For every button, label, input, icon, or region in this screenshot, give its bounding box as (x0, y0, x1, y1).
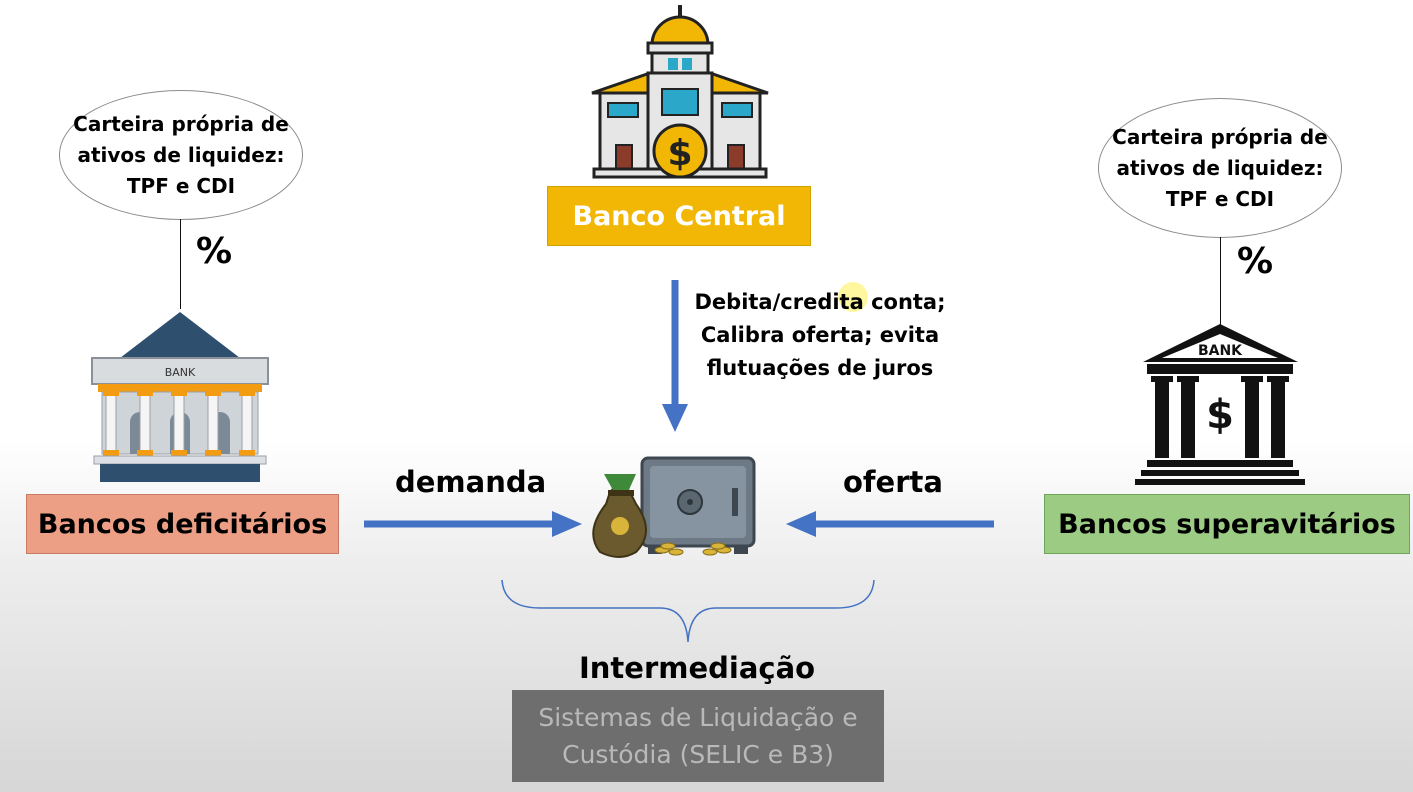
intermediation-brace (501, 579, 875, 643)
deficit-banks-box: Bancos deficitários (26, 494, 339, 554)
central-desc-line-1: Debita/credita conta; (694, 290, 946, 314)
cursor-highlight (838, 282, 868, 312)
right-percent-sign: % (1237, 241, 1274, 282)
central-bank-icon: $ (591, 5, 769, 179)
central-description: Debita/credita conta; Calibra oferta; ev… (689, 286, 951, 385)
money-safe-icon (592, 456, 756, 558)
surplus-banks-box: Bancos superavitários (1044, 494, 1410, 554)
surplus-banks-label: Bancos superavitários (1058, 508, 1396, 540)
supply-arrow (786, 511, 994, 537)
left-portfolio-ellipse: Carteira própria de ativos de liquidez: … (59, 90, 303, 220)
settlement-line-2: Custódia (SELIC e B3) (562, 740, 834, 769)
demand-label: demanda (395, 465, 547, 499)
intermediation-label: Intermediação (579, 651, 816, 685)
left-ellipse-line-3: TPF e CDI (126, 173, 236, 198)
left-bank-sign-text: BANK (165, 366, 196, 379)
central-desc-line-2: Calibra oferta; evita (700, 323, 940, 347)
left-percent-sign: % (196, 231, 233, 272)
central-desc-line-3: flutuações de juros (706, 356, 934, 380)
right-ellipse-line-1: Carteira própria de (1112, 124, 1328, 149)
demand-arrow (364, 511, 582, 537)
right-bank-dollar-text: $ (1206, 392, 1234, 438)
central-bank-dollar-text: $ (667, 133, 692, 174)
right-bank-sign-text: BANK (1198, 343, 1243, 359)
central-down-arrow (662, 280, 688, 432)
settlement-line-1: Sistemas de Liquidação e (538, 703, 858, 732)
surplus-bank-icon: BANK $ (1135, 324, 1305, 485)
right-ellipse-line-2: ativos de liquidez: (1116, 155, 1324, 180)
right-connector-line (1220, 237, 1221, 325)
deficit-bank-icon: BANK (91, 312, 269, 482)
left-ellipse-line-2: ativos de liquidez: (77, 142, 285, 167)
left-ellipse-line-1: Carteira própria de (73, 111, 289, 136)
central-bank-box: Banco Central (547, 186, 811, 246)
central-bank-label: Banco Central (572, 200, 786, 232)
supply-label: oferta (843, 465, 943, 499)
settlement-systems-box: Sistemas de Liquidação e Custódia (SELIC… (512, 690, 884, 782)
right-portfolio-ellipse: Carteira própria de ativos de liquidez: … (1098, 98, 1342, 238)
left-connector-line (180, 219, 181, 309)
deficit-banks-label: Bancos deficitários (37, 508, 328, 540)
right-ellipse-line-3: TPF e CDI (1165, 186, 1275, 211)
